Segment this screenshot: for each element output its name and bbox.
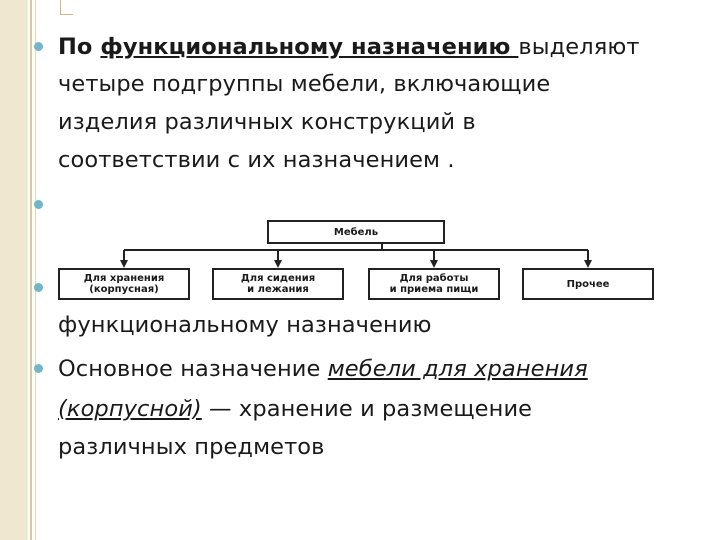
paragraph-1-lead: По [58,34,101,60]
decorative-line [30,0,32,540]
diagram-box-sublabel: и лежания [247,284,309,295]
diagram-box-storage: Для хранения (корпусная) [58,268,190,300]
paragraph-1-line-3: изделия различных конструкций в [58,109,476,135]
diagram-box-seating: Для сидения и лежания [212,268,344,300]
paragraph-4-line-1: Основное назначение мебели для хранения [58,358,588,381]
paragraph-4-line-2: (корпусной) — хранение и размещение [58,398,532,421]
bullet-dot [34,283,43,292]
decorative-corner [60,0,73,15]
diagram-box-label: Для хранения [83,273,165,284]
paragraph-4-line-3: различных предметов [58,434,325,460]
bullet-dot [34,200,43,209]
paragraph-3-line: функциональному назначению [58,312,432,338]
diagram-box-label: Для сидения [240,273,316,284]
paragraph-1-line-1: По функциональному назначению выделяют [58,36,640,59]
decorative-sidebar [0,0,28,540]
diagram-root-label: Мебель [333,226,379,238]
diagram-box-label: Для работы [399,273,469,284]
paragraph-1-line-2: четыре подгруппы мебели, включающие [58,71,551,97]
paragraph-4-emphasis-2: (корпусной) [58,396,202,422]
diagram-box-sublabel: (корпусная) [89,284,159,295]
paragraph-4-rest: — хранение и размещение [201,396,533,422]
paragraph-1-rest: выделяют [518,34,640,60]
diagram-box-other: Прочее [522,268,654,300]
paragraph-4-emphasis-1: мебели для хранения [327,356,588,382]
diagram-box-sublabel: и приема пищи [389,284,479,295]
paragraph-1-line-4: соответствии с их назначением . [58,147,455,173]
bullet-dot [34,364,43,373]
paragraph-1-emphasis: функциональному назначению [100,34,519,60]
bullet-dot [34,42,43,51]
furniture-classification-diagram: Мебель Для хранения (корпусная) Для сиде… [52,208,668,312]
diagram-box-work-dining: Для работы и приема пищи [368,268,500,300]
diagram-connectors [120,242,592,268]
paragraph-4-lead: Основное назначение [58,356,328,382]
diagram-box-label: Прочее [566,278,610,290]
decorative-line [35,0,36,540]
diagram-root-box: Мебель [267,220,445,244]
